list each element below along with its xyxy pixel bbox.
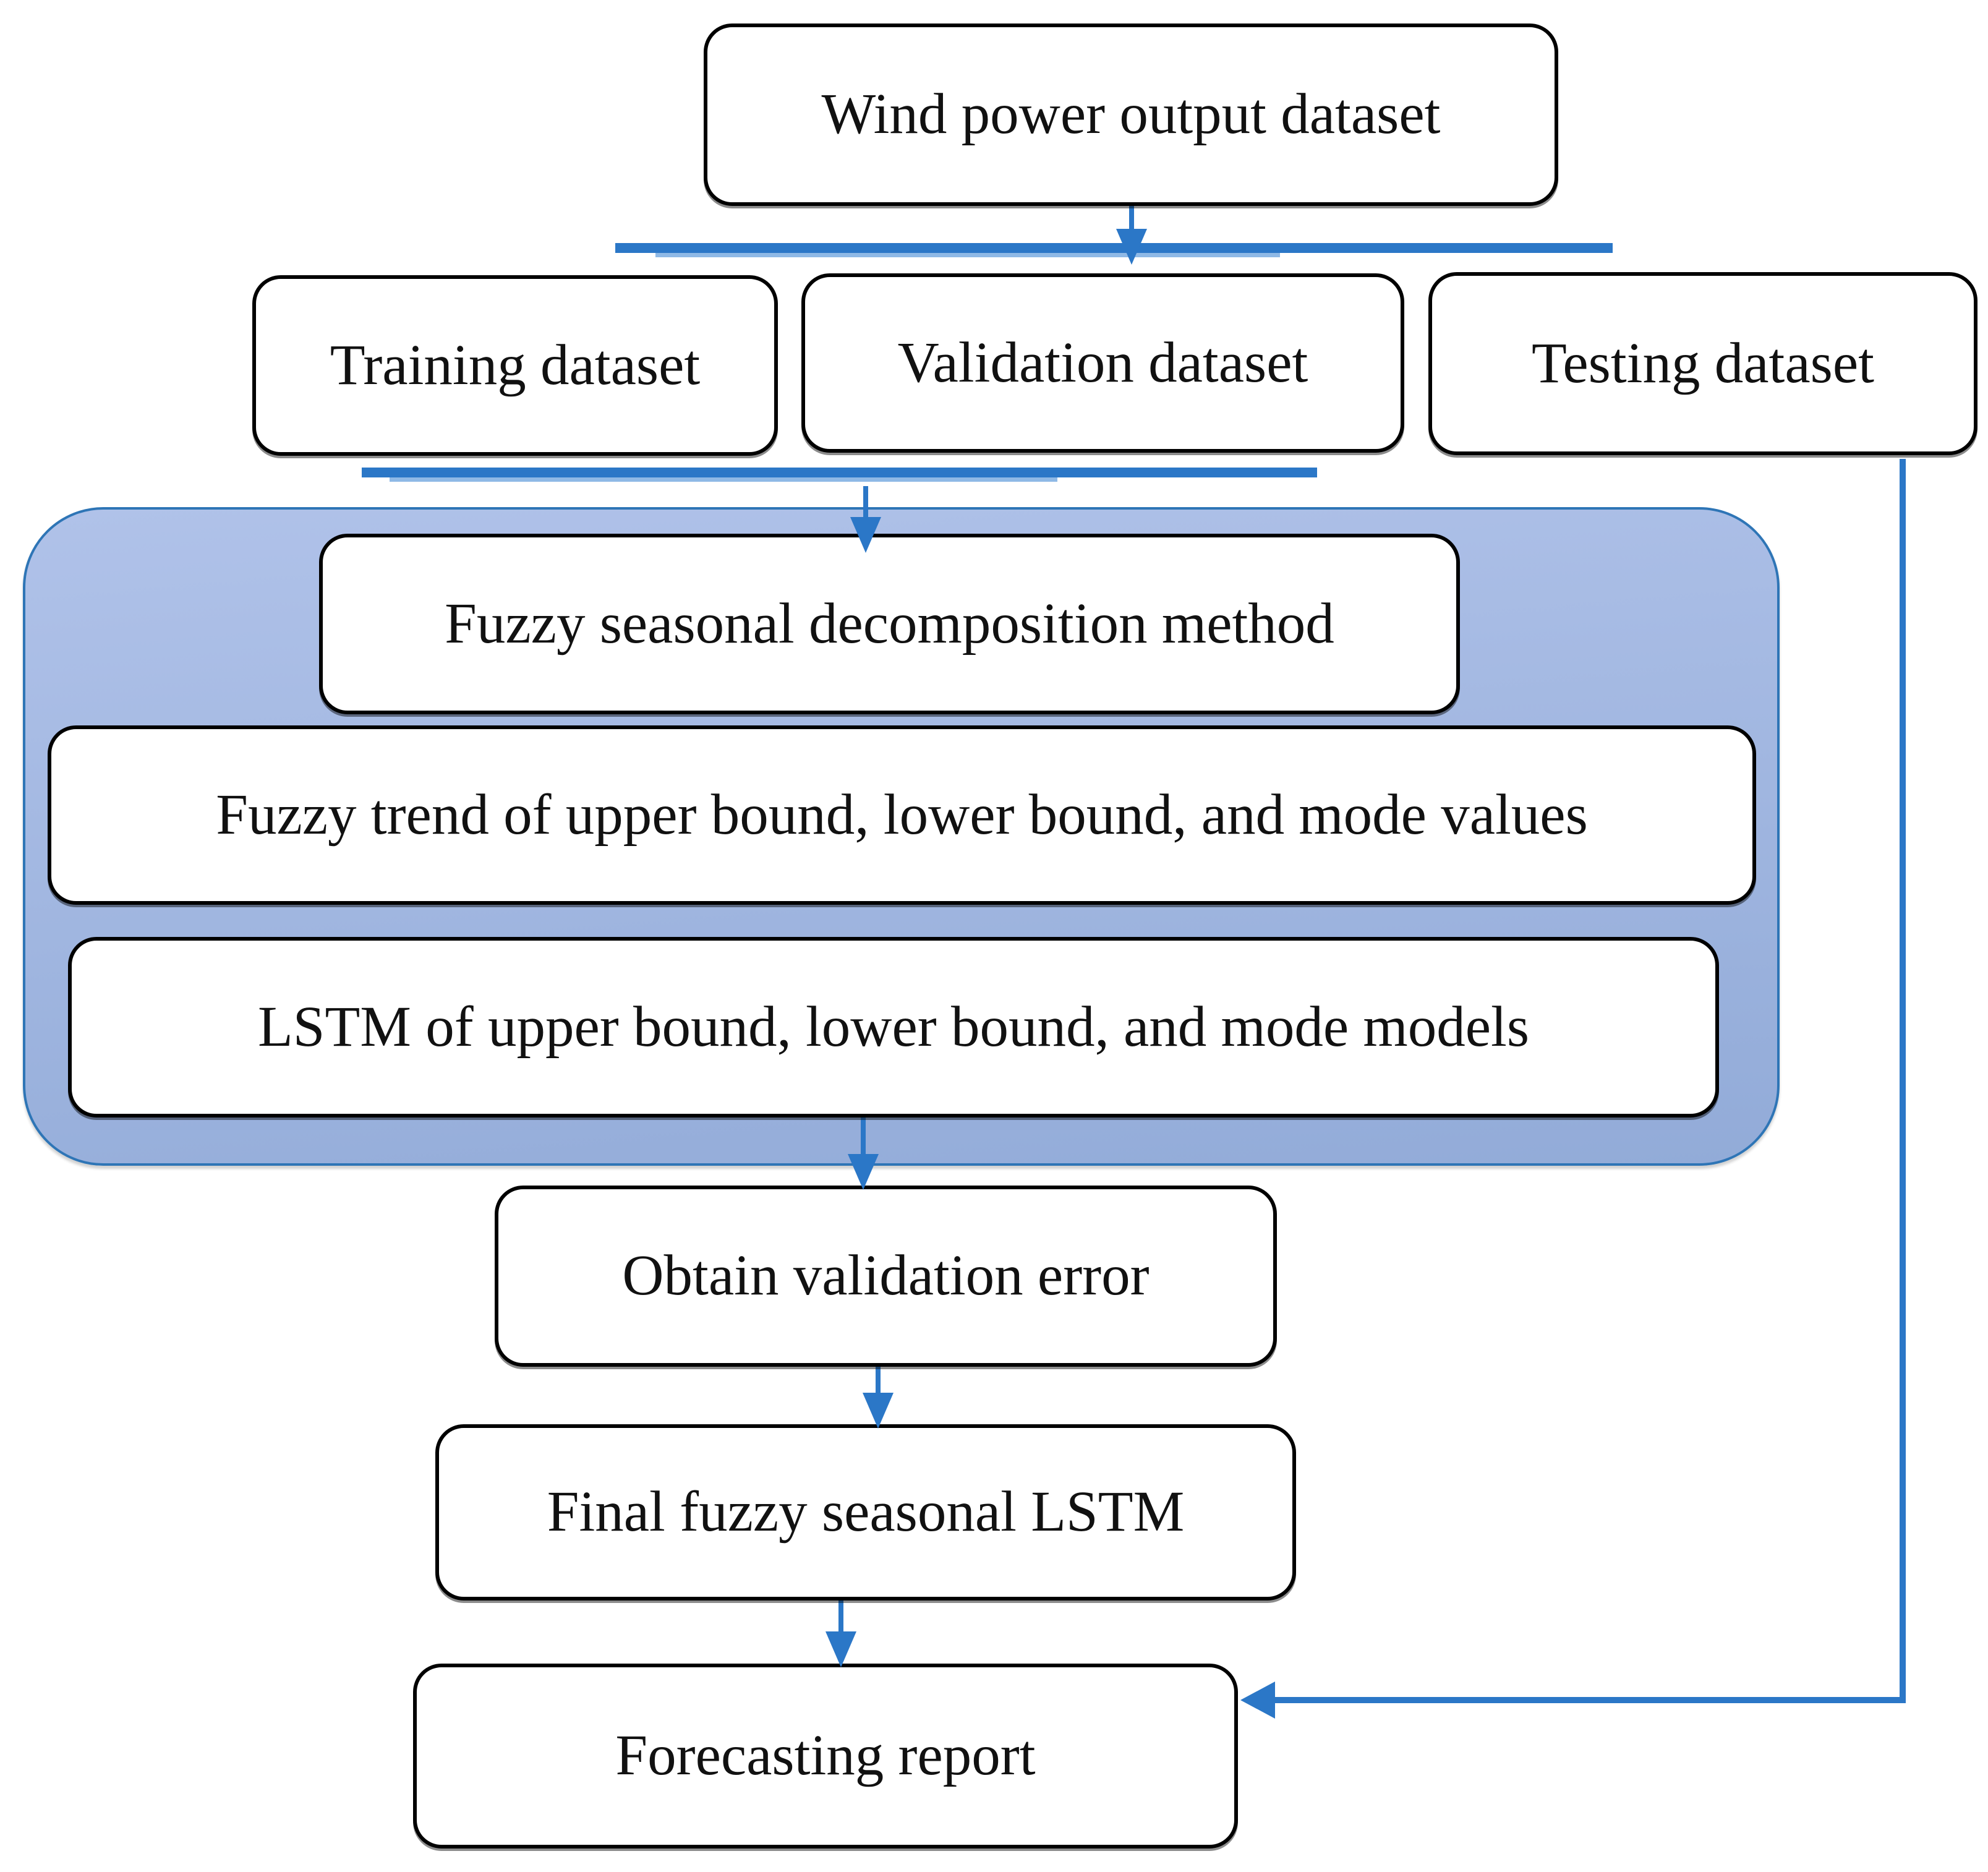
node-label: Testing dataset (1532, 331, 1874, 395)
node-label: LSTM of upper bound, lower bound, and mo… (257, 994, 1530, 1059)
node-wind-power-output-dataset: Wind power output dataset (704, 24, 1558, 206)
node-label: Wind power output dataset (821, 82, 1441, 147)
merge-bar-train-validation-echo (390, 477, 1057, 482)
arrow-final-to-report-head (825, 1631, 856, 1667)
node-label: Fuzzy trend of upper bound, lower bound,… (216, 782, 1588, 847)
node-label: Validation dataset (897, 330, 1308, 395)
node-label: Final fuzzy seasonal LSTM (547, 1480, 1185, 1544)
node-validation-dataset: Validation dataset (801, 273, 1404, 453)
arrow-wind-to-split-head (1116, 229, 1147, 265)
node-fuzzy-seasonal-decomposition: Fuzzy seasonal decomposition method (319, 534, 1460, 714)
arrow-container-to-validation-error-shaft (861, 1118, 866, 1160)
node-final-fuzzy-seasonal-lstm: Final fuzzy seasonal LSTM (435, 1424, 1296, 1601)
split-bar-datasets-echo (655, 253, 1280, 257)
node-label: Training dataset (330, 333, 701, 397)
merge-bar-train-validation (362, 468, 1317, 477)
node-label: Forecasting report (615, 1724, 1036, 1788)
node-obtain-validation-error: Obtain validation error (495, 1186, 1277, 1367)
node-testing-dataset: Testing dataset (1428, 272, 1977, 455)
arrow-container-to-validation-error-head (848, 1154, 879, 1190)
arrow-validation-error-to-final-head (863, 1393, 894, 1429)
node-label: Obtain validation error (622, 1244, 1150, 1308)
arrow-final-to-report-shaft (838, 1601, 843, 1636)
node-label: Fuzzy seasonal decomposition method (445, 591, 1334, 656)
arrow-validation-error-to-final-shaft (876, 1358, 881, 1398)
connector-testing-to-report-head (1240, 1682, 1275, 1719)
split-bar-datasets (615, 243, 1613, 253)
connector-testing-to-report-horizontal (1274, 1697, 1906, 1703)
arrow-split-to-container-head (850, 517, 881, 553)
arrow-wind-to-split-shaft (1129, 206, 1134, 236)
node-lstm-bound-models: LSTM of upper bound, lower bound, and mo… (68, 937, 1719, 1118)
node-forecasting-report: Forecasting report (413, 1664, 1238, 1848)
connector-testing-to-report-vertical (1900, 459, 1906, 1703)
arrow-split-to-container-shaft (863, 486, 868, 522)
node-training-dataset: Training dataset (252, 275, 778, 456)
node-fuzzy-trend-bounds: Fuzzy trend of upper bound, lower bound,… (48, 725, 1756, 905)
